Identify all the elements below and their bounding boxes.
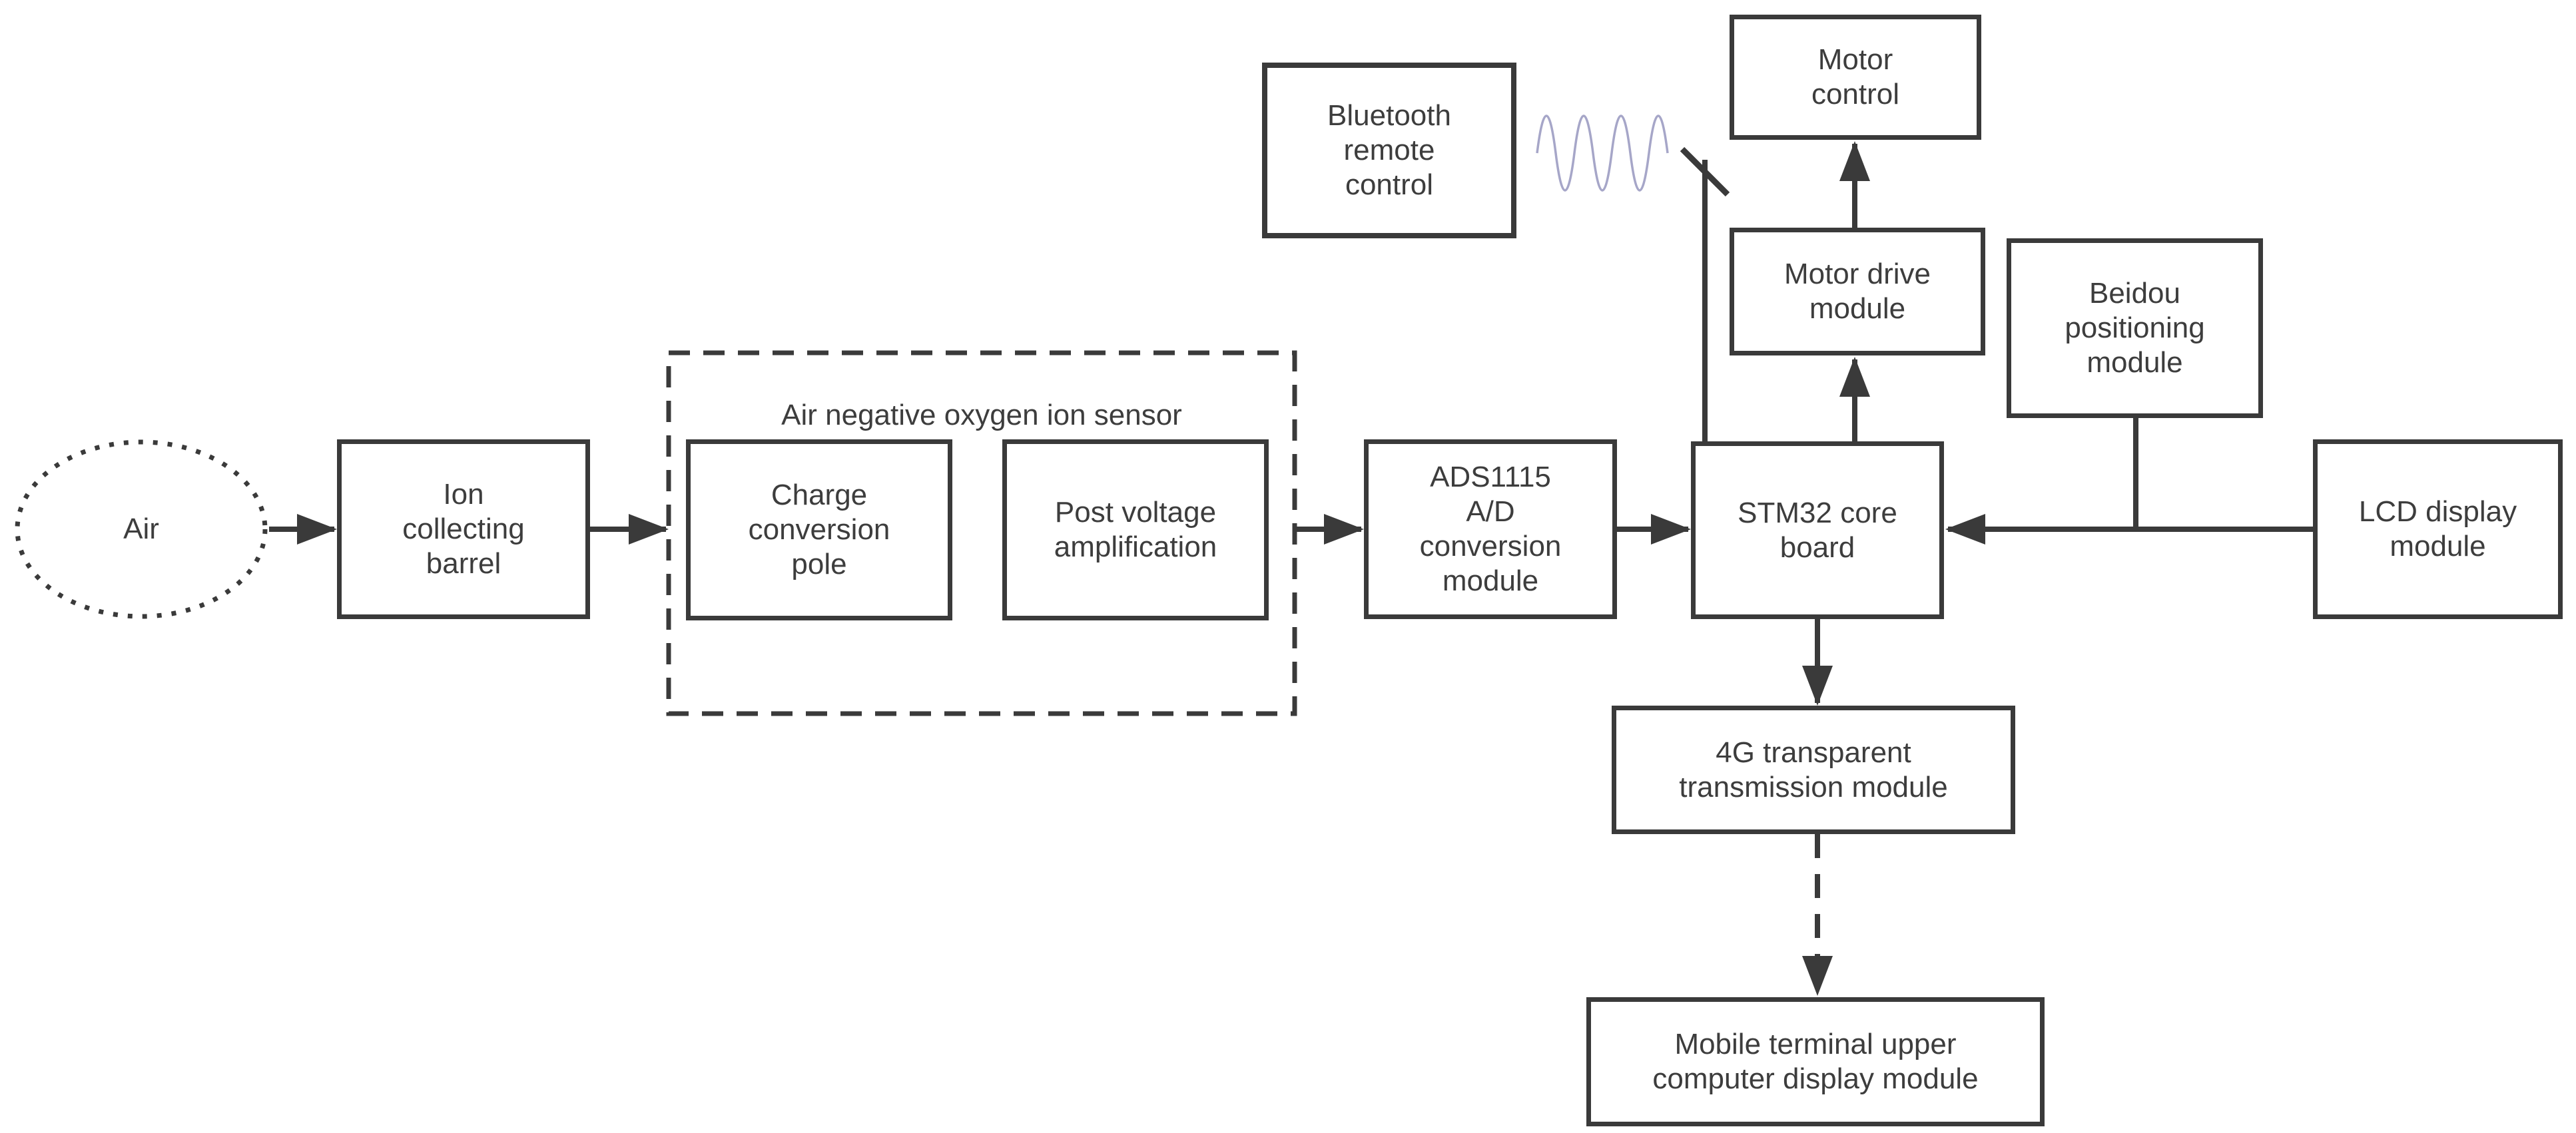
node-lcd-display-module-label: LCD display module [2358,495,2517,563]
node-mobile-terminal-module: Mobile terminal upper computer display m… [1586,997,2045,1126]
node-charge-conversion-pole-label: Charge conversion pole [748,479,890,580]
node-stm32-core-board-label: STM32 core board [1738,496,1897,564]
node-4g-transmission-module-label: 4G transparent transmission module [1679,736,1948,803]
node-motor-drive-module: Motor drive module [1730,228,1985,355]
node-ion-collecting-barrel: Ion collecting barrel [337,439,590,619]
node-4g-transmission-module: 4G transparent transmission module [1612,706,2015,834]
node-motor-drive-module-label: Motor drive module [1783,258,1931,325]
node-air: Air [15,439,268,619]
node-ads1115-module-label: ADS1115 A/D conversion module [1419,461,1562,597]
bluetooth-signal-wave-icon [1536,114,1669,192]
node-air-label: Air [123,513,159,546]
node-motor-control-label: Motor control [1811,43,1900,111]
node-bluetooth-remote-control-label: Bluetooth remote control [1327,99,1451,201]
node-charge-conversion-pole: Charge conversion pole [686,439,952,620]
sensor-group-title: Air negative oxygen ion sensor [669,394,1295,437]
sensor-group-title-label: Air negative oxygen ion sensor [781,399,1182,432]
node-mobile-terminal-module-label: Mobile terminal upper computer display m… [1652,1028,1979,1095]
node-post-voltage-amplification: Post voltage amplification [1002,439,1269,620]
node-ads1115-module: ADS1115 A/D conversion module [1364,439,1617,619]
sensor-group-outline [666,350,1297,716]
node-ion-collecting-barrel-label: Ion collecting barrel [402,478,525,580]
node-stm32-core-board: STM32 core board [1691,441,1944,619]
antenna-slash-icon [1680,146,1730,197]
node-beidou-positioning-module: Beidou positioning module [2007,238,2263,418]
node-post-voltage-amplification-label: Post voltage amplification [1054,496,1217,563]
node-beidou-positioning-module-label: Beidou positioning module [2065,277,2205,379]
node-motor-control: Motor control [1730,15,1981,140]
node-bluetooth-remote-control: Bluetooth remote control [1262,63,1516,238]
node-lcd-display-module: LCD display module [2313,439,2563,619]
air-ellipse-outline [15,439,268,619]
